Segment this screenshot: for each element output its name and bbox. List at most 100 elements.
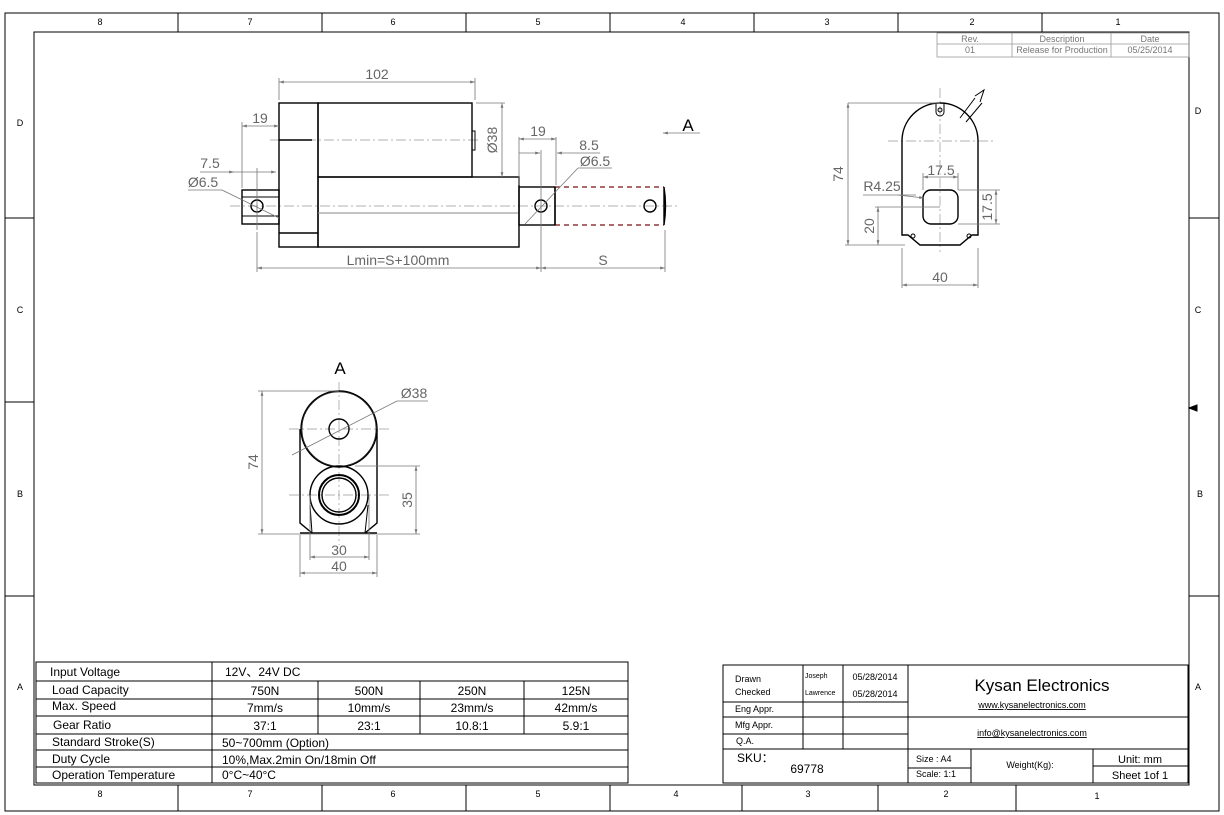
- specs-rows-6-label: Operation Temperature: [52, 768, 176, 782]
- view-a-title: A: [334, 359, 346, 378]
- website-link[interactable]: www.kysanelectronics.com: [977, 700, 1086, 710]
- specs-rows-1-label: Load Capacity: [52, 683, 129, 697]
- specs-rows-2-values-3: 42mm/s: [555, 701, 598, 715]
- specs-rows-2-values-2: 23mm/s: [451, 701, 494, 715]
- view_a-dims-width: 40: [331, 558, 347, 574]
- side_view-dims-rod_end_length: 19: [530, 123, 546, 139]
- title_block-sku_label: SKU：: [737, 751, 774, 765]
- zones-top-4: 4: [680, 17, 685, 27]
- title_block-size: Size : A4: [916, 754, 952, 764]
- end_view-dims-slot_width: 17.5: [927, 162, 954, 178]
- side_view-dims-rod_hole_dia: Ø6.5: [580, 153, 611, 169]
- zones-bottom-1: 7: [247, 789, 252, 799]
- zones-bottom-4: 4: [673, 789, 678, 799]
- zones-rows-2: B: [17, 489, 23, 499]
- revision-headers-2: Date: [1140, 34, 1159, 44]
- zones-rows-1: C: [1195, 305, 1202, 315]
- zones-bottom-6: 2: [943, 789, 948, 799]
- zones-rows-0: D: [1195, 106, 1202, 116]
- zones-bottom-3: 5: [535, 789, 540, 799]
- specs-rows-1-values-2: 250N: [458, 684, 487, 698]
- zones-top-3: 5: [535, 17, 540, 27]
- title_block-drawn_label: Drawn: [735, 674, 761, 684]
- zones-bottom-0: 8: [97, 789, 102, 799]
- revision-rows-0-2: 05/25/2014: [1127, 45, 1172, 55]
- zone-labels-bottom: 8 7 6 5 4 3 2 1: [97, 789, 1099, 801]
- side_view-dims-stroke: S: [598, 252, 607, 268]
- specs-rows-3-values-0: 37:1: [253, 719, 277, 733]
- zones-top-1: 7: [247, 17, 252, 27]
- specs-rows-3-values-3: 5.9:1: [563, 719, 590, 733]
- zones-bottom-5: 3: [805, 789, 810, 799]
- title_block-checked_label: Checked: [735, 687, 771, 697]
- end_view-dims-width: 40: [932, 269, 948, 285]
- specs-rows-3-values-2: 10.8:1: [455, 719, 489, 733]
- specs-rows-1-values-0: 750N: [251, 684, 280, 698]
- zones-rows-3: A: [17, 682, 23, 692]
- specs-rows-6-values-0: 0°C~40°C: [222, 768, 276, 782]
- zones-top-5: 3: [824, 17, 829, 27]
- revision-rows-0-0: 01: [965, 45, 975, 55]
- end_view-dims-slot_radius: R4.25: [863, 178, 901, 194]
- view_a-dims-height: 74: [245, 454, 261, 470]
- side_view-dims-rod_hole_offset: 8.5: [579, 137, 599, 153]
- side_view-dims-lmin: Lmin=S+100mm: [347, 252, 450, 268]
- zones-top-0: 8: [97, 17, 102, 27]
- zones-top-2: 6: [390, 17, 395, 27]
- zones-rows-1: C: [17, 305, 24, 315]
- spec-table: Input Voltage 12V、24V DC Load Capacity 7…: [35, 661, 629, 784]
- title-block: Drawn Joseph 05/28/2014 Checked Lawrence…: [722, 664, 1189, 784]
- zones-rows-3: A: [1195, 682, 1201, 692]
- view-a: A 74 Ø38 35 30 40: [245, 359, 428, 577]
- end_view-dims-slot_offset: 20: [861, 218, 877, 234]
- title_block-qa_label: Q.A.: [736, 736, 754, 746]
- view_a-dims-motor_dia: Ø38: [401, 385, 428, 401]
- rear-clevis: [241, 189, 280, 225]
- side_view-dims-rear_hole_dia: Ø6.5: [188, 174, 219, 190]
- outer-border: [4, 12, 1220, 812]
- zones-top-6: 2: [969, 17, 974, 27]
- title_block-weight_label: Weight(Kg):: [1006, 760, 1053, 770]
- specs-rows-5-label: Duty Cycle: [52, 752, 110, 766]
- side_view-dims-rear_hole_offset: 7.5: [200, 155, 220, 171]
- title_block-sku: 69778: [790, 762, 824, 776]
- company-name: Kysan Electronics: [974, 676, 1109, 695]
- specs-rows-2-label: Max. Speed: [52, 699, 116, 713]
- title_block-sheet: Sheet 1of 1: [1112, 770, 1168, 782]
- view_a-dims-lower_height: 35: [399, 492, 415, 508]
- end_view-dims-slot_height: 17.5: [979, 193, 995, 220]
- title_block-eng_label: Eng Appr.: [735, 704, 774, 714]
- specs-rows-0-values-0: 12V、24V DC: [225, 665, 301, 679]
- title_block-drawn_date: 05/28/2014: [852, 672, 897, 682]
- side-view: 102 19 7.5 Ø6.5 Ø38 19 8.5 Ø6.5 Lmin=S+1…: [188, 66, 700, 272]
- end-view: 74 40 17.5 17.5 R4.25 20: [830, 88, 1000, 288]
- revision-table: Rev. Description Date 01 Release for Pro…: [936, 32, 1190, 58]
- specs-rows-2-values-0: 7mm/s: [247, 701, 283, 715]
- specs-rows-4-values-0: 50~700mm (Option): [222, 736, 329, 750]
- title_block-drawn_by: Joseph: [805, 673, 828, 680]
- side_view-dims-body_length: 102: [365, 66, 389, 82]
- revision-headers-0: Rev.: [961, 34, 979, 44]
- zones-top-7: 1: [1115, 17, 1120, 27]
- end_view-dims-height: 74: [830, 166, 846, 182]
- motor-shaft: [328, 418, 350, 440]
- email-link[interactable]: info@kysanelectronics.com: [977, 728, 1087, 738]
- title_block-scale: Scale: 1:1: [916, 769, 956, 779]
- inner-border: [33, 31, 1190, 786]
- extended-hole: [643, 199, 657, 213]
- specs-rows-5-values-0: 10%,Max.2min On/18min Off: [222, 753, 377, 767]
- title_block-checked_by: Lawrence: [805, 690, 835, 697]
- zone-labels-right: D C B A: [1195, 106, 1203, 692]
- zones-bottom-7: 1: [1094, 791, 1099, 801]
- revision-rows-0-1: Release for Production: [1016, 45, 1108, 55]
- specs-rows-0-label: Input Voltage: [50, 665, 120, 679]
- side_view-dims-motor_dia: Ø38: [484, 127, 500, 154]
- view_a-dims-inner_width: 30: [331, 542, 347, 558]
- specs-rows-2-values-1: 10mm/s: [348, 701, 391, 715]
- specs-rows-1-values-3: 125N: [562, 684, 591, 698]
- zones-bottom-2: 6: [390, 789, 395, 799]
- specs-rows-4-label: Standard Stroke(S): [52, 735, 155, 749]
- end-housing: [901, 102, 979, 246]
- zones-rows-0: D: [17, 118, 24, 128]
